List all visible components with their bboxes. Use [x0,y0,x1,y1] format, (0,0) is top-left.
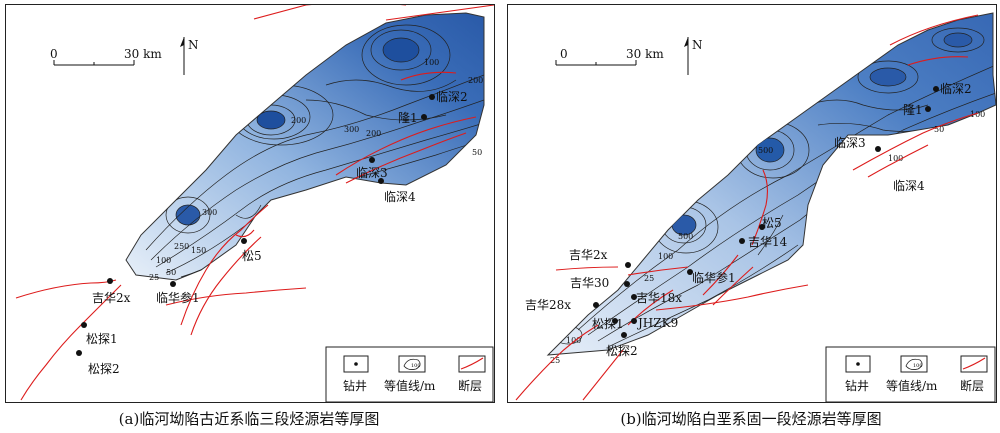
scale-zero: 0 [50,47,58,61]
contour-label: 100 [424,58,439,67]
basin-area [125,12,485,281]
contour-label: 500 [758,146,773,155]
fault-icon [962,357,986,370]
legend-fault-label: 断层 [458,378,482,393]
well-label: 吉华30 [570,276,609,290]
scale-distance: 30 km [626,47,664,61]
map-canvas-a: 200 300 200 50 300 250 150 100 50 25 200… [15,5,494,402]
fault-icon [460,357,484,370]
contour-label: 50 [934,125,944,134]
legend-well-label: 钻井 [343,378,367,393]
well-label: 松探1 [86,332,118,346]
scale-distance: 30 km [124,47,162,61]
well-label: 松探2 [88,362,120,376]
well-label: 松5 [762,216,782,230]
legend-contour-label: 等值线/m [886,378,938,393]
well-icon [354,362,358,366]
well-markers: 临深2 隆1 临深3 临深4 松5 吉华2x 临华参1 松探1 松探2 [76,90,468,376]
contour-value-labels: 500 100 50 100 500 100 25 100 25 [550,110,985,365]
north-label: N [188,38,199,52]
well-label: JHZK9 [636,316,678,330]
well-markers: 临深2 隆1 临深3 临深4 松5 吉华14 吉华2x 吉华30 临华参1 吉华… [525,82,972,358]
legend: 100 钻井 等值线/m 断层 [325,346,494,402]
contour-label: 250 [174,242,189,251]
well-label: 吉华2x [569,248,608,262]
contour-label: 150 [191,246,206,255]
well-label: 吉华14 [748,235,788,249]
contour-label: 300 [344,125,359,134]
caption-b: (b)临河坳陷白垩系固一段烃源岩等厚图 [620,410,882,428]
fault-lines [515,14,979,401]
contour-label: 100 [658,252,673,261]
legend-contour-sample: 100 [411,363,421,369]
legend-contour-sample: 100 [913,363,923,369]
contour-label: 100 [156,256,171,265]
well-label: 隆1 [903,102,923,117]
well-label: 松探1 [592,317,624,331]
well-label: 隆1 [398,110,418,125]
contour-label: 500 [678,232,693,241]
well-label: 临深4 [384,190,416,204]
well-label: 吉华2x [92,291,131,305]
well-label: 松探2 [606,344,638,358]
map-panel-a: 200 300 200 50 300 250 150 100 50 25 200… [5,4,495,403]
legend: 100 钻井 等值线/m 断层 [825,346,996,402]
legend-fault-label: 断层 [960,378,984,393]
scale-bar: 0 30 km [50,47,162,66]
contour-value-labels: 200 300 200 50 300 250 150 100 50 25 200… [149,58,483,282]
contour-label: 50 [472,148,482,157]
fault-lines [15,5,494,401]
north-arrow-icon: N [684,37,703,75]
well-label: 临深3 [356,166,388,180]
contour-label: 200 [366,129,381,138]
well-label: 吉华18x [636,291,682,305]
map-canvas-b: 500 100 50 100 500 100 25 100 25 0 30 km [515,12,996,402]
legend-well-label: 钻井 [845,378,869,393]
well-label: 临深3 [834,136,866,150]
well-label: 临深2 [436,90,468,104]
caption-a: (a)临河坳陷古近系临三段烃源岩等厚图 [118,410,380,428]
well-label: 临华参1 [156,290,200,305]
contour-label: 200 [468,76,483,85]
contour-label: 25 [550,356,560,365]
contour-label: 25 [644,274,654,283]
contour-label: 25 [149,273,159,282]
well-icon [856,362,860,366]
contour-label: 100 [566,336,581,345]
map-panel-b: 500 100 50 100 500 100 25 100 25 0 30 km [507,4,997,403]
north-label: N [692,38,703,52]
well-label: 吉华28x [525,298,571,312]
scale-zero: 0 [560,47,568,61]
contour-label: 100 [970,110,985,119]
well-label: 松5 [242,249,262,263]
contour-label: 300 [202,208,217,217]
scale-bar: 0 30 km [555,47,664,66]
well-label: 临深4 [893,179,925,193]
contour-icon [403,358,421,370]
well-label: 临深2 [940,82,972,96]
legend-contour-label: 等值线/m [384,378,436,393]
basin-area [546,12,996,356]
north-arrow-icon: N [180,37,199,75]
contour-icon [905,358,923,370]
contour-label: 50 [166,268,176,277]
well-label: 临华参1 [692,270,736,285]
contour-label: 200 [291,116,306,125]
contour-label: 100 [888,154,903,163]
